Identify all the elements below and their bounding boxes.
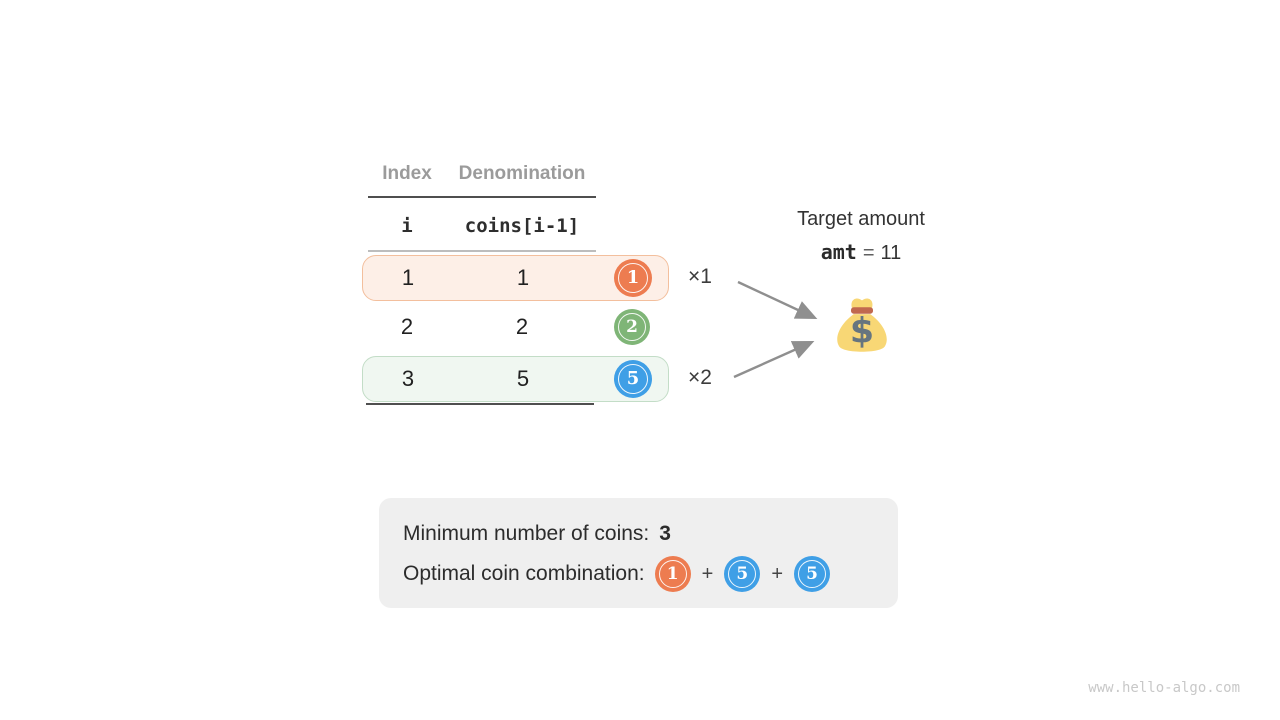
combination-label: Optimal coin combination: (403, 562, 645, 585)
amt-variable: amt (820, 240, 857, 264)
min-coins-value: 3 (659, 522, 671, 545)
table-row-2: 2 2 2 (362, 305, 667, 349)
min-coins-line: Minimum number of coins: 3 (403, 519, 671, 549)
multiplier-label-x2: ×2 (688, 366, 712, 389)
index-header-label: Index (382, 163, 432, 184)
code-header-i: i (401, 215, 413, 237)
min-coins-label: Minimum number of coins: (403, 522, 650, 545)
coin-5-icon: 5 (614, 359, 652, 398)
coin-1-icon: 1 (614, 258, 652, 297)
table-row-3: 3 5 5 (362, 356, 669, 402)
plus-sign: + (701, 562, 714, 585)
svg-text:$: $ (850, 312, 874, 352)
denomination-header-label: Denomination (458, 163, 586, 184)
arrow-top-icon (737, 280, 818, 320)
arrow-bottom-icon (733, 341, 815, 379)
coin-value: 5 (806, 563, 818, 584)
table-bottom-rule (366, 403, 594, 405)
result-panel: Minimum number of coins: 3 Optimal coin … (379, 498, 898, 608)
table-mid-rule (368, 250, 596, 252)
coin-value: 2 (626, 316, 638, 337)
row-index-value: 3 (401, 366, 415, 391)
target-amount-expression: amt=11 (741, 240, 981, 265)
row-denomination-value: 1 (516, 265, 530, 290)
combination-line: Optimal coin combination: 1 + 5 + 5 (403, 555, 830, 593)
watermark: www.hello-algo.com (1088, 680, 1240, 696)
code-header-coins: coins[i-1] (464, 215, 580, 237)
money-bag-icon: $ (837, 298, 887, 352)
row-denomination-value: 5 (516, 366, 530, 391)
target-amount-title: Target amount (797, 208, 925, 230)
coin-5-icon: 5 (794, 556, 830, 592)
equals-sign: = (862, 242, 875, 264)
coin-1-icon: 1 (654, 556, 691, 592)
coin-value: 1 (666, 563, 679, 584)
arrow-icon (733, 280, 818, 379)
plus-sign: + (771, 562, 783, 585)
multiplier-label-x1: ×1 (688, 265, 712, 288)
row-index-value: 2 (400, 314, 414, 339)
coin-value: 1 (626, 266, 640, 288)
target-amount-block: Target amount amt=11 (741, 208, 981, 265)
row-denomination-value: 2 (515, 314, 529, 339)
table-row-1: 1 1 1 (362, 255, 669, 301)
table-header-row: Index Denomination (362, 160, 667, 188)
table-top-rule (368, 196, 596, 198)
coin-5-icon: 5 (724, 556, 761, 592)
table-code-header-row: i coins[i-1] (362, 212, 667, 240)
coin-value: 5 (626, 367, 640, 389)
coin-2-icon: 2 (614, 309, 650, 345)
row-index-value: 1 (401, 265, 415, 290)
amt-value: 11 (880, 242, 902, 264)
coin-value: 5 (736, 563, 749, 584)
